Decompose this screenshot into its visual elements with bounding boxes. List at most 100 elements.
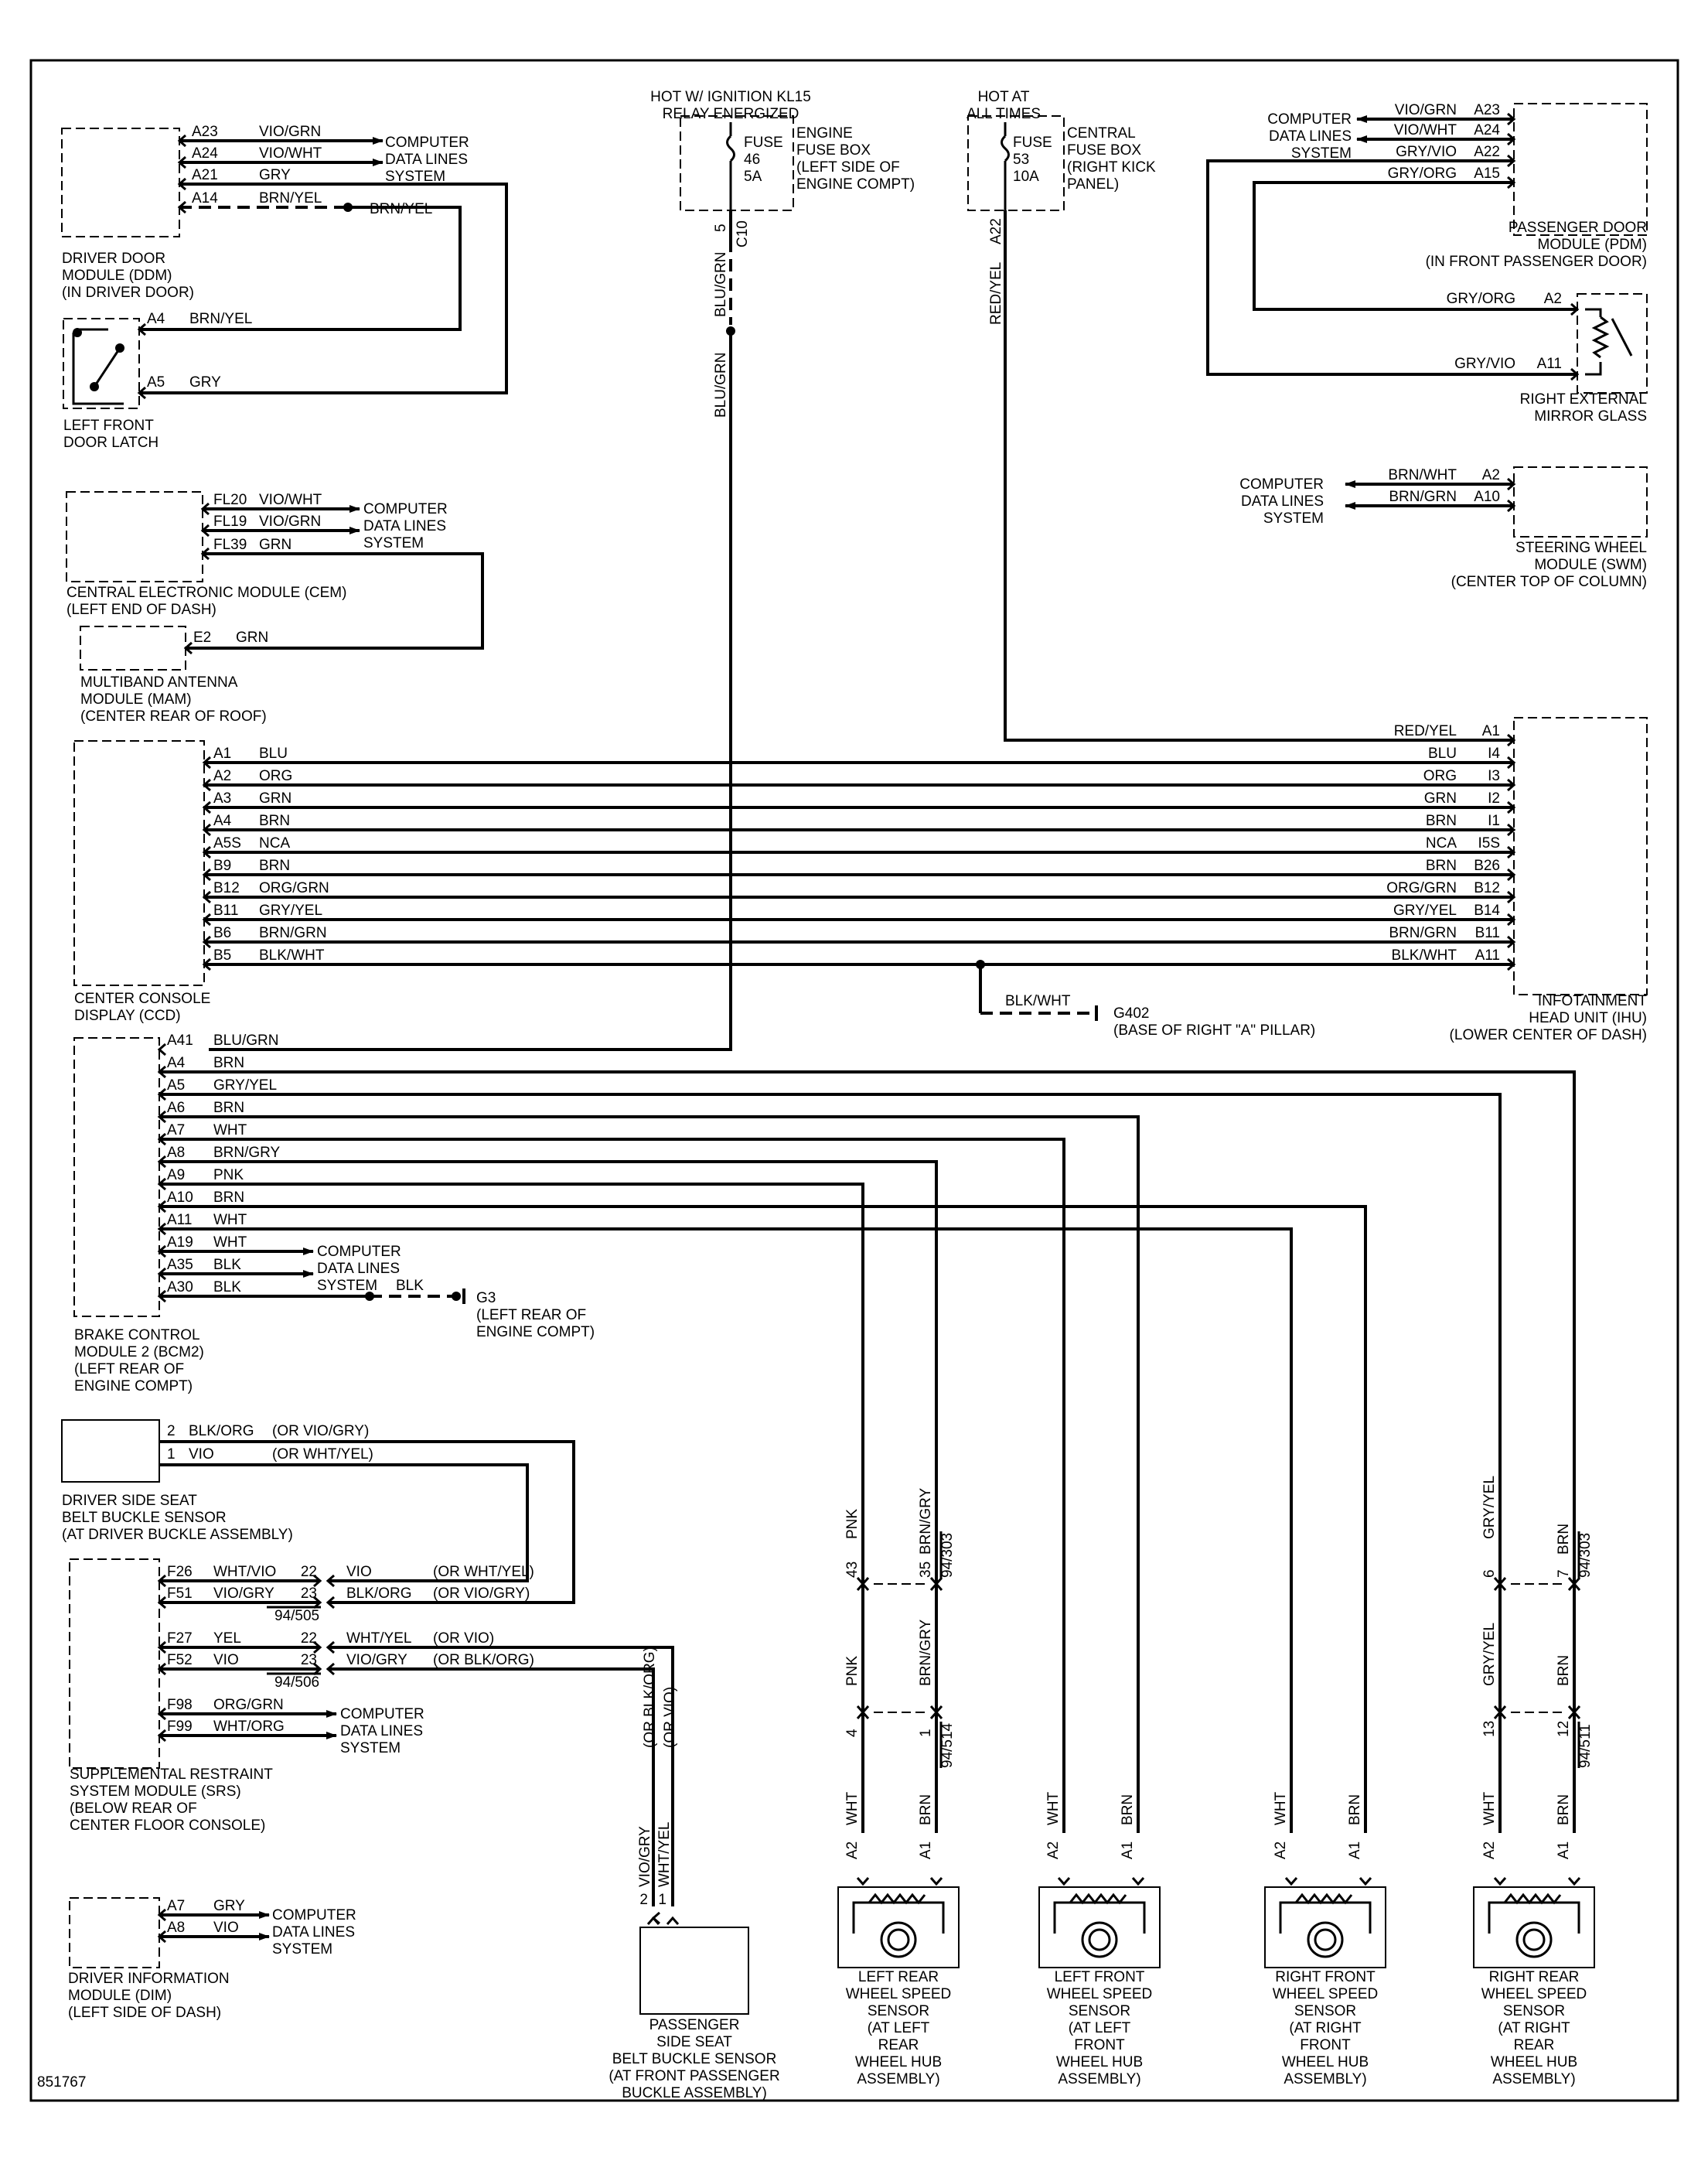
ddm-wire-a21 <box>139 183 508 394</box>
latch-box <box>63 318 140 409</box>
mirror-name: RIGHT EXTERNAL <box>1520 391 1647 408</box>
wheel-sensor-name: WHEEL SPEED <box>1047 1986 1153 2002</box>
ihu-name: (LOWER CENTER OF DASH) <box>1450 1027 1647 1043</box>
psb-wire-label: WHT/YEL <box>656 1822 673 1887</box>
mam-pin-label: E2 <box>193 630 211 646</box>
latch-name: DOOR LATCH <box>63 435 159 451</box>
wheel-sensor-box <box>1473 1886 1595 1968</box>
central-fuse-label: FUSE <box>1013 135 1052 151</box>
srs-alt-label: (OR VIO) <box>433 1630 494 1647</box>
mam-box <box>80 626 186 671</box>
conn-wire-label: GRY/YEL <box>1481 1476 1498 1539</box>
engine-fuse-title: HOT W/ IGNITION KL15 <box>650 89 811 105</box>
ihu-name: HEAD UNIT (IHU) <box>1529 1010 1647 1026</box>
engine-fuse-label: 46 <box>744 152 760 168</box>
pdm-name: (IN FRONT PASSENGER DOOR) <box>1426 254 1647 270</box>
srs-wire2-label: VIO <box>346 1564 372 1580</box>
central-pin-label: A22 <box>988 218 1004 244</box>
srs-conn-pin-label: 23 <box>301 1585 317 1602</box>
dsb-wire-label: BLK/ORG <box>189 1423 254 1439</box>
bcm-wire-label: WHT <box>213 1212 247 1228</box>
sensor-tone-ring <box>1515 1921 1553 1958</box>
g402-label: (BASE OF RIGHT "A" PILLAR) <box>1113 1022 1315 1039</box>
bcm-wire-a9 <box>159 1183 864 1833</box>
sensor-terminal <box>1493 1877 1507 1886</box>
srs-alt-label: (OR BLK/ORG) <box>433 1652 534 1668</box>
psb-box <box>639 1927 749 2015</box>
conn-pin-label: 1 <box>918 1729 934 1737</box>
bcm-pin-label: A4 <box>167 1055 186 1071</box>
conn-pin-label: 6 <box>1481 1569 1498 1578</box>
wheel-sensor-name: (AT LEFT <box>1069 2020 1131 2036</box>
dsb-alt-label: (OR WHT/YEL) <box>272 1446 373 1463</box>
ccd-pin-label: A3 <box>213 790 231 807</box>
srs-pin-label: F26 <box>167 1564 193 1580</box>
sensor-wire-label: BRN <box>1556 1794 1572 1825</box>
pdm-name: MODULE (PDM) <box>1538 237 1647 253</box>
srs-conn-label: 94/505 <box>274 1608 319 1624</box>
ddm-pin-label: A23 <box>192 124 218 140</box>
psb-wire-1 <box>328 1646 674 1906</box>
sensor-pin-label: A2 <box>1481 1841 1498 1859</box>
conn-wire-label: PNK <box>844 1656 861 1686</box>
sensor-terminal <box>856 1877 870 1886</box>
pdm-name: PASSENGER DOOR <box>1509 220 1647 236</box>
ihu-name: INFOTAINMENT <box>1538 993 1647 1009</box>
ddm-box <box>61 128 180 237</box>
ihu-wire-label: ORG/GRN <box>1386 880 1457 896</box>
bcm-pin-label: A35 <box>167 1257 193 1273</box>
mirror-lead <box>1585 308 1602 317</box>
pdm-pin-label: A23 <box>1474 102 1500 118</box>
srs-conn-pin-label: 22 <box>301 1564 317 1580</box>
conn-terminal <box>1567 1710 1581 1719</box>
srs-wire-label: YEL <box>213 1630 241 1647</box>
srs-pin-label: F52 <box>167 1652 193 1668</box>
pdm-wire-label: VIO/WHT <box>1394 122 1457 138</box>
mam-name: MULTIBAND ANTENNA <box>80 674 238 691</box>
ccd-box <box>73 740 205 986</box>
central-fuse-title: ALL TIMES <box>967 106 1041 122</box>
conn-pin-label: 35 <box>918 1562 934 1578</box>
psb-name: (AT FRONT PASSENGER <box>609 2068 779 2084</box>
cem-cdl-label: COMPUTER <box>363 501 448 517</box>
pdm-pin-label: A22 <box>1474 144 1500 160</box>
cem-box <box>66 491 203 582</box>
central-fuse-label: 53 <box>1013 152 1029 168</box>
pdm-box <box>1513 103 1648 236</box>
heater-element <box>1591 316 1610 359</box>
conn-pin-label: 7 <box>1556 1569 1572 1578</box>
psb-name: SIDE SEAT <box>656 2034 732 2050</box>
swm-wire-label: BRN/WHT <box>1388 467 1457 483</box>
conn-terminal <box>1493 1582 1507 1591</box>
sensor-pin-label: A2 <box>1273 1841 1289 1859</box>
mirror-pin-label: A11 <box>1537 356 1562 372</box>
psb-name: BELT BUCKLE SENSOR <box>612 2051 777 2067</box>
central-fuse-box <box>967 115 1065 211</box>
ihu-pin-label: B12 <box>1474 880 1500 896</box>
srs-conn-pin-label: 22 <box>301 1630 317 1647</box>
ccd-name: CENTER CONSOLE <box>74 991 210 1007</box>
central-box-name: (RIGHT KICK <box>1067 159 1156 176</box>
wheel-sensor-name: WHEEL HUB <box>1056 2054 1143 2070</box>
dsb-pin-label: 1 <box>167 1446 176 1463</box>
fuse-symbol <box>726 135 735 162</box>
srs-pin-label: F27 <box>167 1630 193 1647</box>
pdm-wire-label: GRY/VIO <box>1396 144 1457 160</box>
conn-wire-label: PNK <box>844 1509 861 1539</box>
bcm-wire-label: BLK <box>213 1257 241 1273</box>
bcm-wire-a10 <box>159 1205 1367 1833</box>
bcm-pin-label: A6 <box>167 1100 185 1116</box>
psb-terminal <box>666 1916 680 1925</box>
mam-wire-label: GRN <box>236 630 268 646</box>
cem-pin-label: FL39 <box>213 537 247 553</box>
dim-wire-label: GRY <box>213 1898 245 1914</box>
wheel-sensor-name: WHEEL HUB <box>855 2054 942 2070</box>
conn-wire-label: BRN <box>1556 1524 1572 1555</box>
mam-terminal <box>183 641 193 655</box>
ccd-wire-label: BLU <box>259 746 288 762</box>
mirror-terminal <box>1570 302 1580 316</box>
swm-pin-label: A10 <box>1474 489 1500 505</box>
sensor-pin-label: A1 <box>1347 1841 1363 1859</box>
ccd-pin-label: B11 <box>213 903 238 919</box>
wheel-sensor-box <box>1264 1886 1386 1968</box>
